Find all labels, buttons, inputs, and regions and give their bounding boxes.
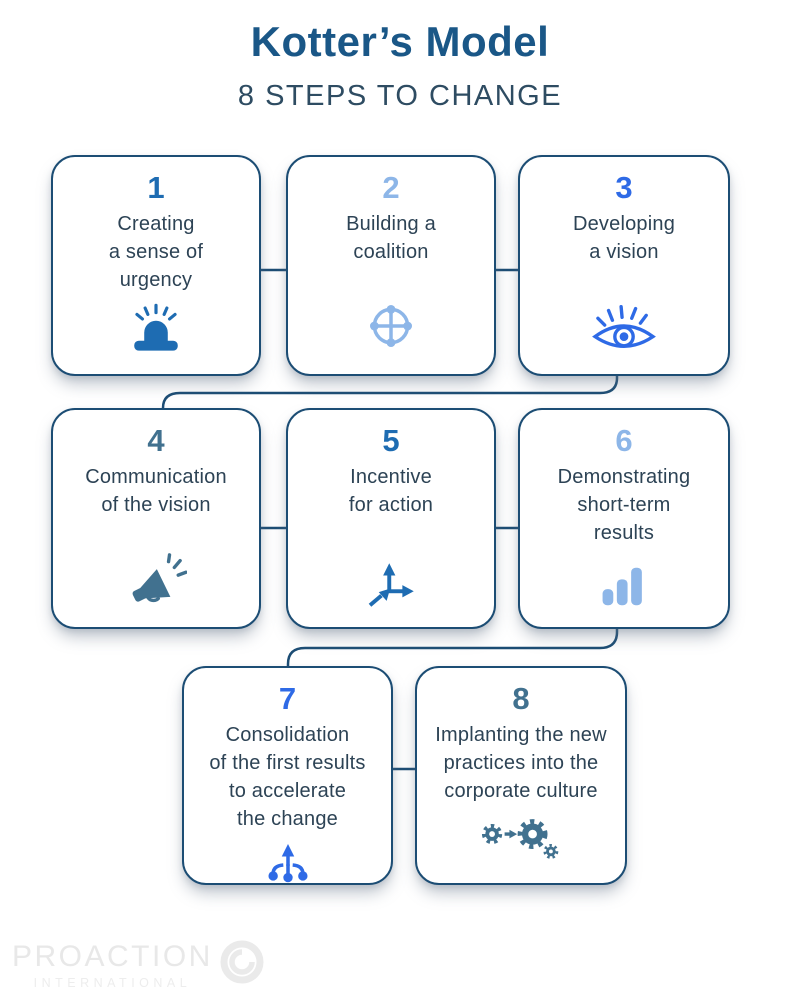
coalition-icon [363,298,419,354]
step-card-3: 3 Developing a vision [518,155,730,376]
arrows-icon [363,551,419,607]
page-header: Kotter’s Model 8 STEPS TO CHANGE [0,18,800,113]
step-card-2: 2 Building a coalition [286,155,496,376]
siren-icon [127,302,185,354]
step-number: 4 [147,423,165,458]
step-label: Creating a sense of urgency [108,212,204,291]
step-label: Demonstrating short-term results [557,465,691,544]
step-number: 3 [615,170,633,205]
step-number: 7 [278,681,297,716]
step-label: Consolidation of the first results to ac… [209,723,366,830]
step-card-5: 5 Incentive for action [286,408,496,629]
step-label: Incentive for action [348,465,434,516]
step-card-1: 1 Creating a sense of urgency [51,155,261,376]
step-number: 5 [382,423,400,458]
brand-subname: INTERNATIONAL [33,975,192,990]
step-number: 6 [615,423,633,458]
step-label: Developing a vision [572,212,676,263]
brand-logo-text: PROACTION INTERNATIONAL [12,940,213,990]
bar-chart-icon [595,557,653,607]
step-label: Communication of the vision [85,465,227,516]
step-number: 1 [147,170,165,205]
megaphone-icon [125,551,187,607]
eye-icon [589,298,659,354]
step-card-6: 6 Demonstrating short-term results [518,408,730,629]
brand-footer: PROACTION INTERNATIONAL [12,939,265,990]
brand-name: PROACTION [12,939,213,973]
merge-arrow-icon [261,833,315,883]
step-label: Building a coalition [346,212,436,263]
step-card-7: 7 Consolidation of the first results to … [182,666,393,885]
connector-3-4 [161,370,619,416]
step-number: 2 [382,170,400,205]
page-subtitle: 8 STEPS TO CHANGE [237,80,563,112]
step-label: Implanting the new practices into the co… [435,723,607,802]
step-card-4: 4 Communication of the vision [51,408,261,629]
page-title: Kotter’s Model [250,18,550,65]
step-number: 8 [512,681,530,716]
connector-6-7 [286,622,619,672]
gears-icon [478,809,564,863]
step-card-8: 8 Implanting the new practices into the … [415,666,627,885]
brand-logo-icon [219,939,265,990]
